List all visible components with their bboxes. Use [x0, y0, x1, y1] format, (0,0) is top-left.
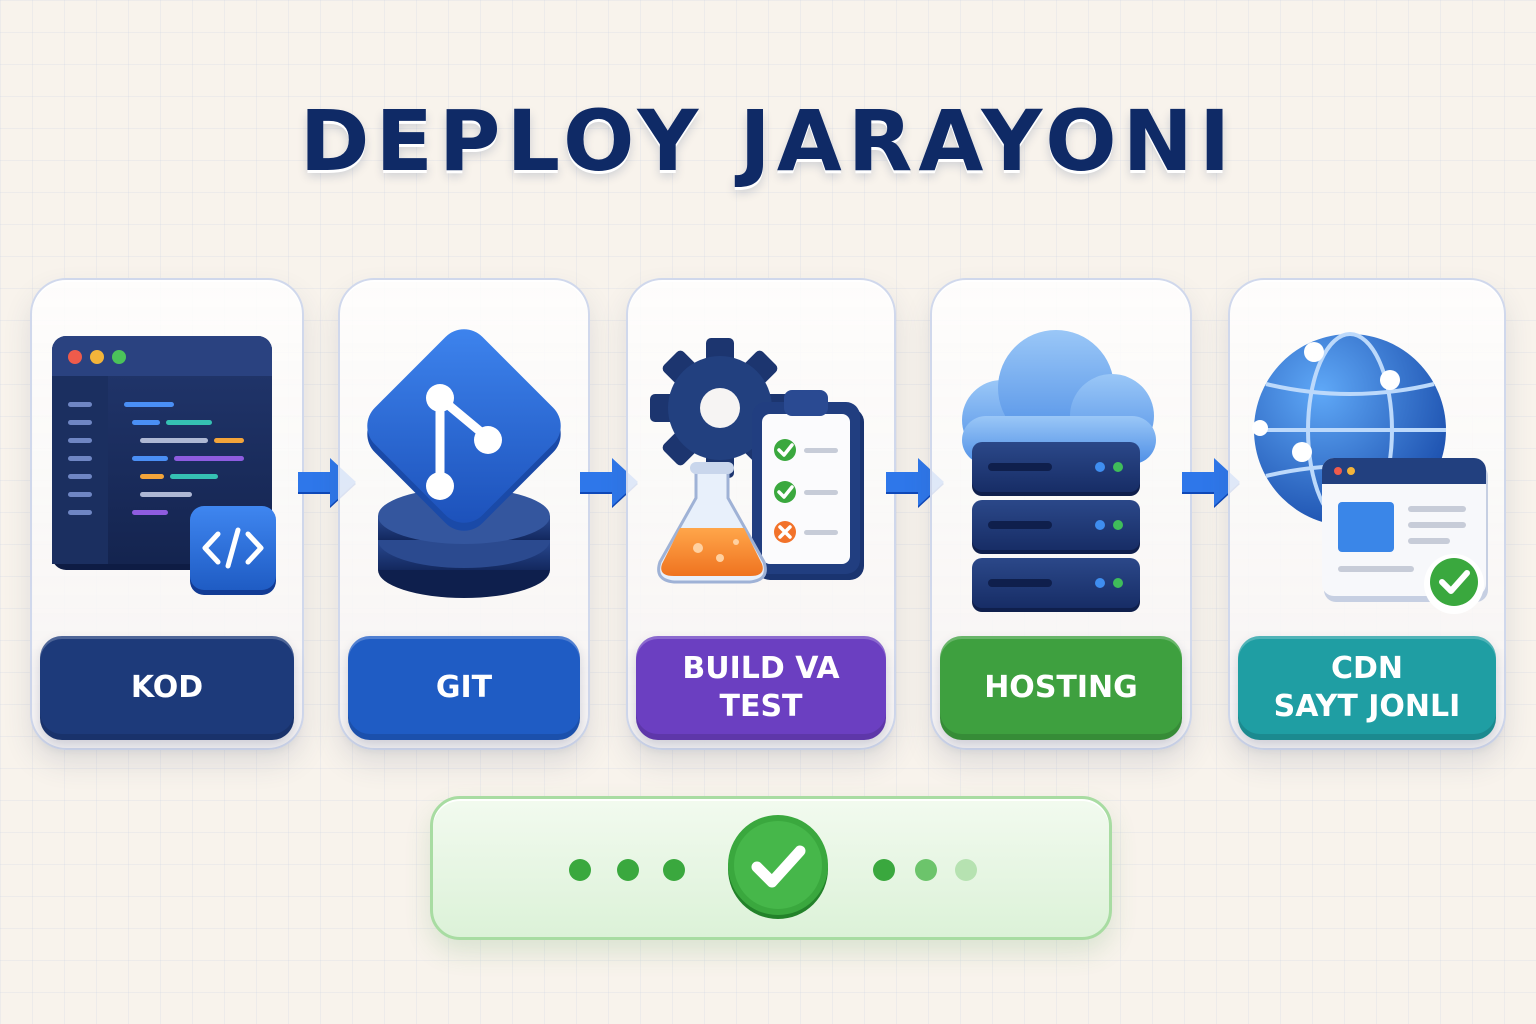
step-card-git: GIT — [338, 278, 590, 750]
step-label-build-test: BUILD VA TEST — [636, 636, 886, 740]
step-label-line1: CDN — [1330, 651, 1404, 686]
step-label-text: BUILD VA TEST — [682, 651, 840, 724]
flask-icon — [657, 462, 767, 584]
progress-dot — [617, 859, 639, 881]
arrow-right-icon — [886, 458, 944, 508]
server-icon — [972, 442, 1140, 612]
step-label-text: GIT — [435, 670, 493, 705]
step-card-build-test: BUILD VA TEST — [626, 278, 896, 750]
step-label-cdn: CDN SAYT JONLI — [1238, 636, 1496, 740]
step-label-hosting: HOSTING — [940, 636, 1182, 740]
clipboard-icon — [752, 390, 864, 580]
step-label-text: KOD — [130, 670, 204, 705]
check-circle-icon — [1424, 554, 1484, 614]
step-card-cdn: CDN SAYT JONLI — [1228, 278, 1506, 750]
progress-dot — [569, 859, 591, 881]
step-label-text: HOSTING — [984, 670, 1138, 705]
step-label-line2: SAYT JONLI — [1273, 689, 1461, 724]
arrow-right-icon — [1182, 458, 1240, 508]
arrow-right-icon — [580, 458, 638, 508]
deploy-status-bar — [430, 796, 1112, 940]
progress-dot — [663, 859, 685, 881]
server-cloud-icon — [932, 280, 1190, 630]
page-title: DEPLOY JARAYONI — [299, 92, 1237, 190]
progress-dot — [915, 859, 937, 881]
globe-website-icon — [1230, 280, 1504, 630]
progress-dot — [955, 859, 977, 881]
step-card-kod: KOD — [30, 278, 304, 750]
git-icon — [340, 280, 588, 630]
progress-dot — [873, 859, 895, 881]
code-editor-icon — [32, 280, 302, 630]
step-card-hosting: HOSTING — [930, 278, 1192, 750]
build-test-icon — [628, 280, 894, 630]
step-label-git: GIT — [348, 636, 580, 740]
step-label-kod: KOD — [40, 636, 294, 740]
check-circle-icon — [728, 815, 828, 919]
